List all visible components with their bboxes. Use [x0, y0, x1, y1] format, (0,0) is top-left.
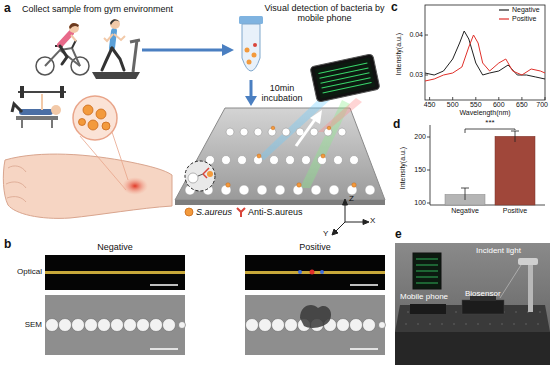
- axis-title: Intensity(a.u.): [395, 33, 403, 75]
- legend-text: S.aureus: [196, 207, 232, 217]
- tick-label: 600: [493, 101, 505, 109]
- tick-label: 700: [536, 101, 548, 109]
- legend-text: Anti-S.aureus: [248, 207, 303, 217]
- legend-text: Positive: [512, 15, 537, 23]
- tick-label: 550: [470, 101, 482, 109]
- mobile-phone: [310, 54, 380, 103]
- tick-label: 0.04: [409, 31, 423, 39]
- arm-figure: [3, 132, 172, 218]
- tick-label: 450: [424, 101, 436, 109]
- incubation-arrow: [245, 80, 257, 106]
- column-heading: Positive: [299, 242, 331, 252]
- axis-triad: [332, 199, 369, 235]
- photo-label: Biosensor: [465, 289, 501, 298]
- tick-label: 0.03: [409, 71, 423, 79]
- step-caption: 10min incubation: [256, 83, 308, 104]
- category-label: Positive: [503, 207, 528, 215]
- legend-sample: [499, 10, 509, 11]
- row-heading: Optical: [17, 267, 42, 276]
- tick-label: 500: [447, 101, 459, 109]
- photo-label: Mobile phone: [400, 292, 448, 301]
- legend-sample: [499, 19, 509, 20]
- row-heading: SEM: [25, 320, 42, 329]
- runner-figure: [92, 19, 140, 79]
- axis-name: Z: [349, 194, 354, 203]
- axis-title: Intensity(a.u.): [399, 147, 407, 189]
- sample-tube: [239, 16, 263, 71]
- tick-label: 200: [414, 133, 426, 141]
- spectrum-chart: [425, 5, 545, 100]
- axis-title: Wavelength(nm): [459, 109, 510, 117]
- panel-letter: b: [4, 238, 11, 252]
- axis-name: X: [370, 216, 375, 225]
- cyclist-figure: [36, 23, 89, 75]
- significance-mark: ***: [485, 118, 494, 127]
- tick-label: 100: [414, 199, 426, 207]
- panel-letter: c: [391, 1, 398, 15]
- tick-label: 650: [516, 101, 528, 109]
- sem-image: [45, 295, 386, 355]
- axis-name: Y: [323, 229, 328, 238]
- legend-sample: [185, 208, 193, 216]
- panel-letter: d: [393, 118, 400, 132]
- optical-image: [45, 255, 385, 290]
- legend-sample: [237, 208, 245, 217]
- setup-photo: [395, 243, 550, 365]
- step-caption: Visual detection of bacteria by mobile p…: [262, 3, 387, 24]
- category-label: Negative: [451, 207, 479, 215]
- bar-chart: [427, 125, 545, 205]
- biosensor-chip: [175, 96, 385, 205]
- tick-label: 150: [414, 166, 426, 174]
- step-caption: Collect sample from gym environment: [22, 4, 173, 14]
- legend-text: Negative: [512, 6, 540, 14]
- panel-letter: a: [4, 2, 11, 16]
- flow-arrow: [142, 44, 234, 56]
- column-heading: Negative: [97, 242, 133, 252]
- photo-label: Incident light: [476, 246, 521, 255]
- panel-letter: e: [395, 228, 402, 242]
- weightlifter-figure: [12, 86, 66, 128]
- magnified-view: [73, 96, 117, 140]
